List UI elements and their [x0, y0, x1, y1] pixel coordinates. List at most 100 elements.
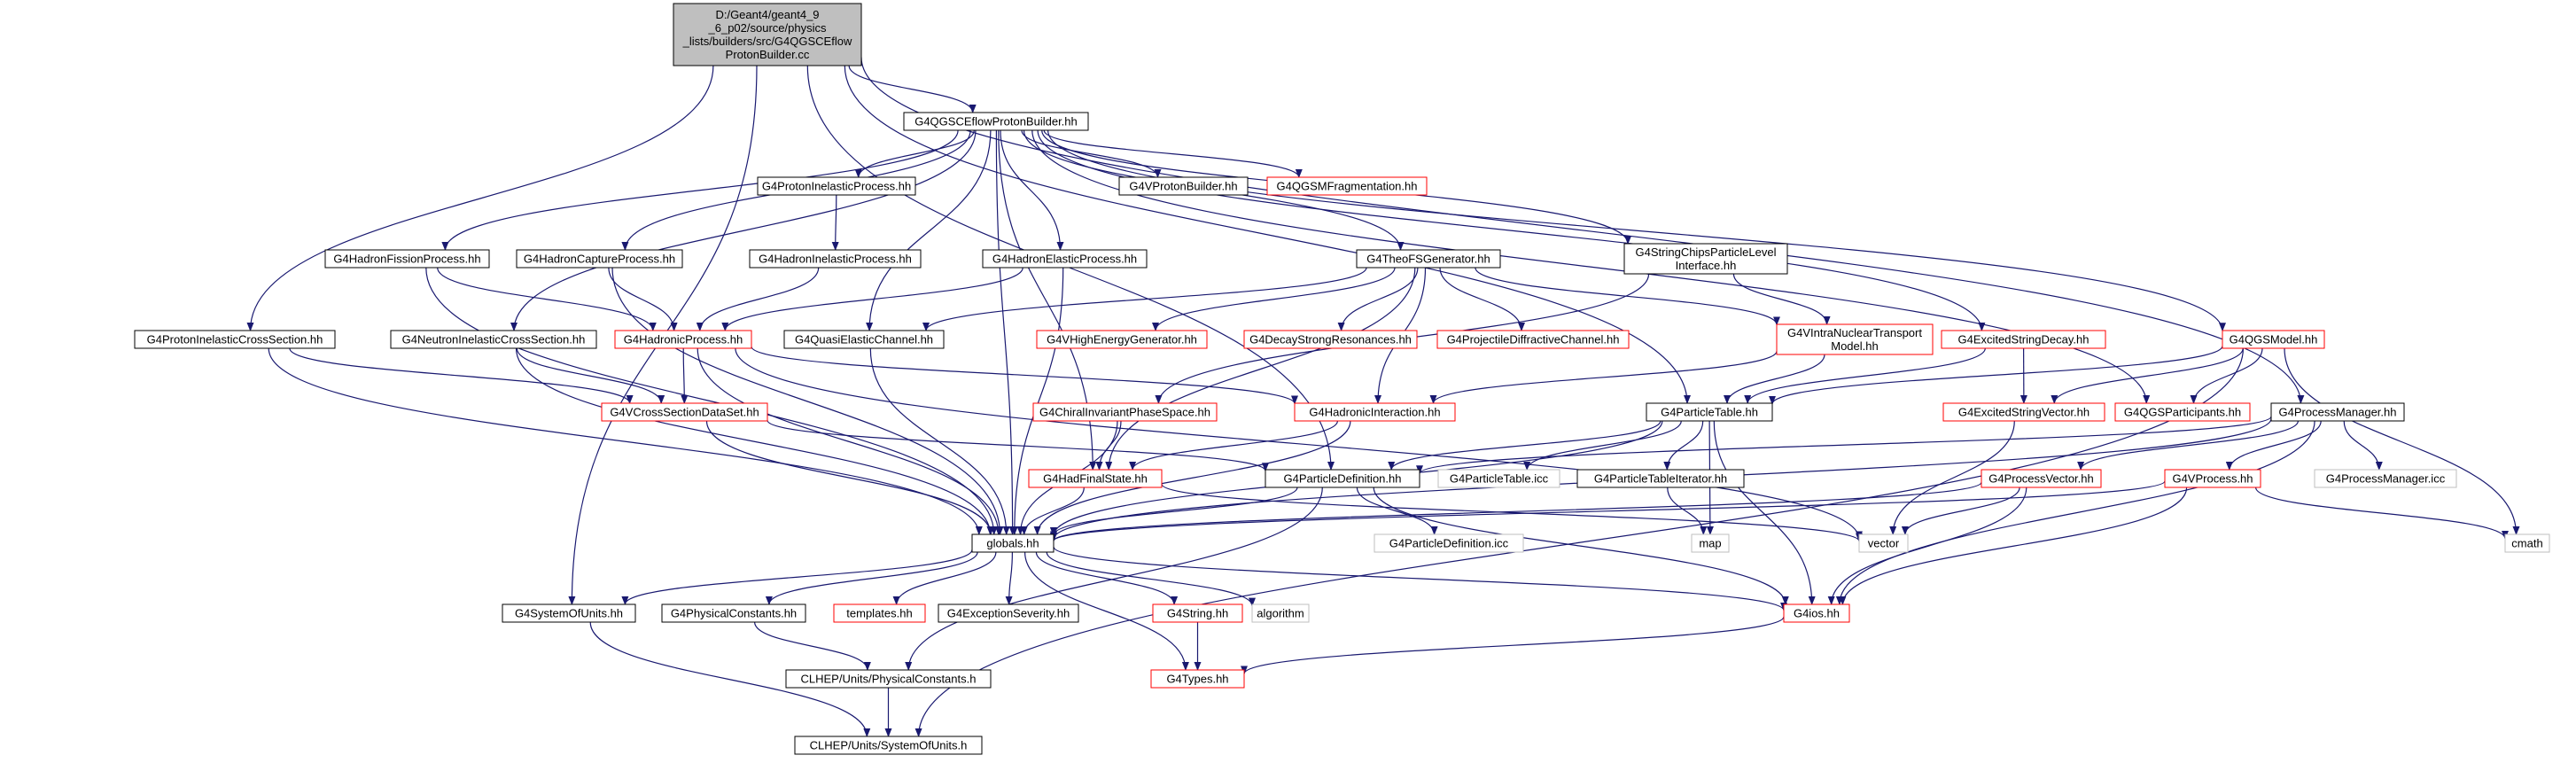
node-label: G4HadronicProcess.hh [624, 333, 743, 346]
node-n_nicx[interactable]: G4NeutronInelasticCrossSection.hh [390, 330, 597, 349]
edge-n_qgsm-to-n_esv [2051, 347, 2244, 404]
node-box [1691, 533, 1730, 553]
node-label: G4VCrossSectionDataSet.hh [610, 406, 759, 419]
edge-n_pm-to-n_vp [2225, 420, 2322, 471]
edge-n_scp-to-n_vint [1732, 273, 1831, 325]
node-n_hcp[interactable]: G4HadronCaptureProcess.hh [516, 249, 683, 269]
node-n_qgsmf[interactable]: G4QGSMFragmentation.hh [1266, 176, 1428, 196]
edge-n_vp-to-n_cmath [2255, 487, 2509, 540]
node-n_tfs[interactable]: G4TheoFSGenerator.hh [1356, 249, 1501, 269]
node-n_pti[interactable]: G4ParticleTableIterator.hh [1576, 469, 1745, 488]
node-n_qgsm[interactable]: G4QGSModel.hh [2222, 330, 2325, 349]
node-n_qgsp[interactable]: G4QGSParticipants.hh [2114, 402, 2251, 422]
node-label: G4VHighEnergyGenerator.hh [1047, 333, 1197, 346]
node-box [982, 249, 1148, 269]
edge-n_globals-to-n_templ [892, 551, 997, 605]
node-n_pip[interactable]: G4ProtonInelasticProcess.hh [757, 176, 916, 196]
node-n_exsev[interactable]: G4ExceptionSeverity.hh [938, 603, 1079, 623]
node-n_pt[interactable]: G4ParticleTable.hh [1646, 402, 1773, 422]
file-nodes: D:/Geant4/geant4_9_6_p02/source/physics_… [134, 3, 2550, 755]
node-n_hfs[interactable]: G4HadFinalState.hh [1028, 469, 1163, 488]
node-n_hp[interactable]: G4HadronicProcess.hh [614, 330, 752, 349]
node-box [1118, 176, 1249, 196]
node-box [1437, 469, 1560, 488]
node-n_sou[interactable]: G4SystemOfUnits.hh [502, 603, 636, 623]
node-n_hep[interactable]: G4HadronElasticProcess.hh [982, 249, 1148, 269]
edge-n_main-to-n_esd [1037, 129, 1986, 331]
node-label: Interface.hh [1676, 259, 1737, 272]
edge-n_pip-to-n_hip [831, 194, 839, 251]
node-label: G4HadFinalState.hh [1043, 472, 1148, 486]
node-label: globals.hh [986, 537, 1039, 550]
edge-n_pv-to-n_globals [1050, 481, 1982, 542]
edge-n_pm-to-n_pmicc [2343, 420, 2383, 471]
node-n_clsou[interactable]: CLHEP/Units/SystemOfUnits.h [794, 736, 983, 755]
node-n_picx[interactable]: G4ProtonInelasticCrossSection.hh [134, 330, 336, 349]
edge-n_pt-to-n_ios [1713, 420, 1816, 605]
node-label: G4PhysicalConstants.hh [671, 607, 797, 620]
dependency-edges [246, 57, 2520, 737]
node-n_vpb[interactable]: G4VProtonBuilder.hh [1118, 176, 1249, 196]
node-label: vector [1868, 537, 1900, 550]
node-n_templ[interactable]: templates.hh [833, 603, 926, 623]
node-n_types[interactable]: G4Types.hh [1150, 669, 1245, 689]
node-box [1152, 603, 1243, 623]
node-n_pd[interactable]: G4ParticleDefinition.hh [1265, 469, 1420, 488]
node-label: G4VProcess.hh [2172, 472, 2253, 486]
node-n_pdc[interactable]: G4ProjectileDiffractiveChannel.hh [1436, 330, 1630, 349]
node-n_dsr[interactable]: G4DecayStrongResonances.hh [1243, 330, 1418, 349]
edge-n_hfs-to-n_globals [1020, 487, 1085, 535]
node-label: G4ParticleDefinition.hh [1284, 472, 1402, 486]
node-box [971, 533, 1055, 553]
node-n_pm[interactable]: G4ProcessManager.hh [2270, 402, 2405, 422]
node-label: G4ProtonInelasticCrossSection.hh [147, 333, 323, 346]
node-box [502, 603, 636, 623]
node-label: G4Types.hh [1166, 673, 1228, 686]
node-box [794, 736, 983, 755]
node-n_algo: algorithm [1251, 603, 1310, 623]
node-label: templates.hh [846, 607, 912, 620]
edge-n_main-to-n_globals [995, 129, 1016, 535]
node-box [1150, 669, 1245, 689]
node-n_hip[interactable]: G4HadronInelasticProcess.hh [749, 249, 922, 269]
node-n_main[interactable]: G4QGSCEflowProtonBuilder.hh [903, 112, 1089, 131]
edge-n_hi-to-n_globals [1033, 420, 1351, 535]
node-root[interactable]: D:/Geant4/geant4_9_6_p02/source/physics_… [673, 3, 862, 66]
node-label: G4HadronInelasticProcess.hh [759, 253, 912, 266]
node-box [757, 176, 916, 196]
node-n_cips[interactable]: G4ChiralInvariantPhaseSpace.hh [1032, 402, 1218, 422]
node-n_vcsds[interactable]: G4VCrossSectionDataSet.hh [601, 402, 768, 422]
node-box [903, 112, 1089, 131]
node-n_vp[interactable]: G4VProcess.hh [2164, 469, 2261, 488]
node-label: G4QGSMFragmentation.hh [1277, 180, 1418, 193]
node-n_ios[interactable]: G4ios.hh [1783, 603, 1850, 623]
edge-n_main-to-n_qgsmf [1043, 129, 1303, 178]
node-n_globals[interactable]: globals.hh [971, 533, 1055, 553]
node-n_qec[interactable]: G4QuasiElasticChannel.hh [783, 330, 945, 349]
node-n_esd[interactable]: G4ExcitedStringDecay.hh [1941, 330, 2106, 349]
node-label: _6_p02/source/physics [708, 21, 827, 35]
node-n_esv[interactable]: G4ExcitedStringVector.hh [1942, 402, 2105, 422]
node-n_clpc[interactable]: CLHEP/Units/PhysicalConstants.h [785, 669, 992, 689]
node-box [2164, 469, 2261, 488]
edge-n_hfp-to-n_hp [437, 267, 657, 331]
edge-n_pd-to-n_ios [1373, 487, 1789, 605]
edge-n_pti-to-n_map [1667, 487, 1708, 535]
node-n_str[interactable]: G4String.hh [1152, 603, 1243, 623]
node-n_vheg[interactable]: G4VHighEnergyGenerator.hh [1036, 330, 1208, 349]
node-n_hi[interactable]: G4HadronicInteraction.hh [1294, 402, 1456, 422]
edge-n_hcp-to-n_globals [611, 267, 1004, 535]
node-label: G4DecayStrongResonances.hh [1249, 333, 1412, 346]
node-label: G4ExcitedStringDecay.hh [1958, 333, 2090, 346]
node-n_hfp[interactable]: G4HadronFissionProcess.hh [324, 249, 490, 269]
node-box [1783, 603, 1850, 623]
node-label: G4VIntraNuclearTransport [1787, 326, 1922, 339]
edge-n_globals-to-n_types [1024, 551, 1189, 671]
node-n_pv[interactable]: G4ProcessVector.hh [1981, 469, 2102, 488]
node-box [783, 330, 945, 349]
edge-n_globals-to-n_algo [1046, 551, 1256, 607]
node-n_pc[interactable]: G4PhysicalConstants.hh [661, 603, 806, 623]
node-label: G4HadronElasticProcess.hh [992, 253, 1137, 266]
